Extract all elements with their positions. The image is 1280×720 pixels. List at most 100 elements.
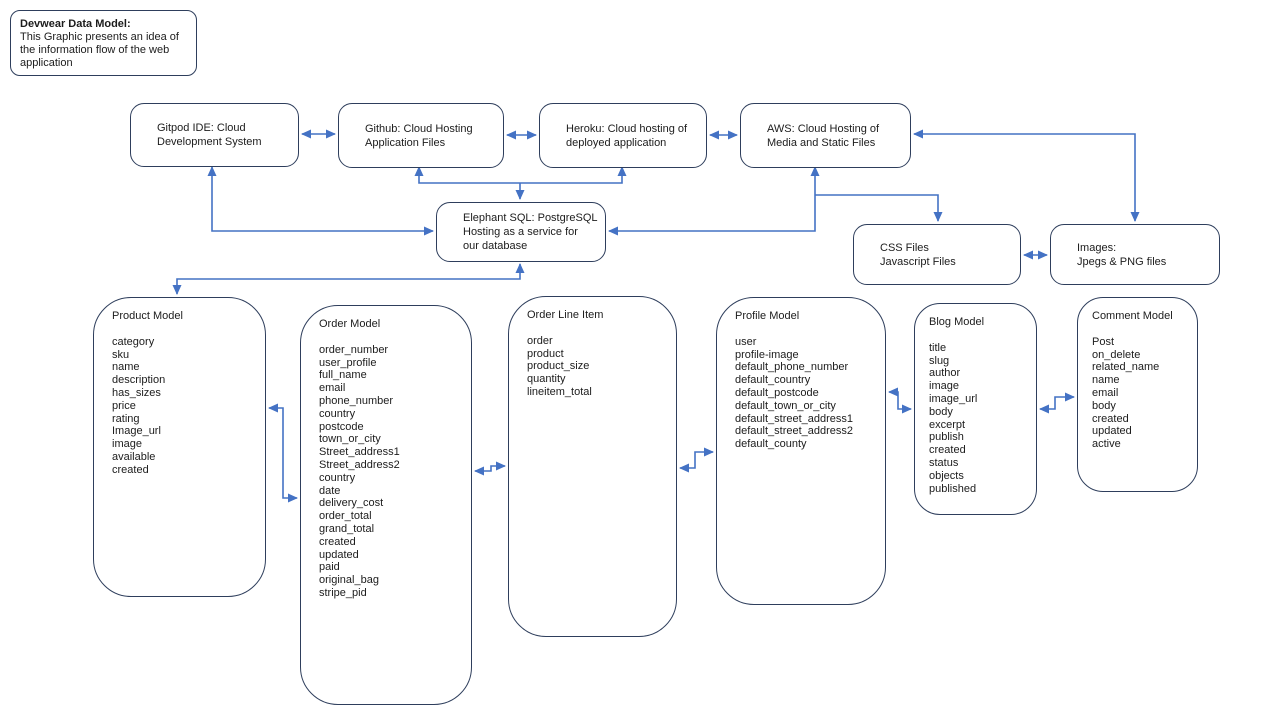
text-line: name [112,361,140,374]
text-line: quantity [527,373,566,386]
connector-github-heroku-bar [414,166,627,184]
text-line: lineitem_total [527,385,592,398]
model-title: Product Model [112,310,183,322]
text-line: author [929,367,961,380]
text-line: available [112,450,156,463]
text-line: Post [1092,335,1115,348]
note-body: This Graphic presents an idea of the inf… [20,31,179,69]
text-line: date [319,484,341,497]
text-line: default_street_address2 [735,425,854,438]
text-line: description [112,374,166,387]
text-line: default_postcode [735,386,819,399]
text-line: order_total [319,510,372,523]
text-line: default_phone_number [735,361,849,374]
connector-profile-blog [888,387,912,414]
text-line: excerpt [929,418,966,431]
text-line: Heroku: Cloud hosting of [566,122,688,135]
text-line: active [1092,438,1121,451]
text-line: price [112,399,136,412]
text-line: image [112,438,142,451]
text-line: created [929,444,966,457]
text-line: delivery_cost [319,497,384,510]
note-devwear-data-model: Devwear Data Model: This Graphic present… [10,10,197,76]
text-line: AWS: Cloud Hosting of [767,122,880,135]
text-line: email [319,382,346,395]
connector-aws-images [913,129,1140,222]
text-line: created [1092,412,1129,425]
connector-aws-elephant [608,166,820,236]
text-line: title [929,341,947,354]
text-line: Jpegs & PNG files [1077,255,1167,268]
text-line: body [1092,399,1116,412]
connector-gitpod-elephant [207,166,434,236]
text-line: product_size [527,360,590,373]
text-line: on_delete [1092,348,1141,361]
text-line: Development System [157,136,262,148]
text-line: created [319,535,356,548]
text-line: category [112,335,155,348]
text-line: paid [319,561,340,574]
node-images: Images:Jpegs & PNG files [1050,224,1220,285]
text-line: Street_address2 [319,458,400,471]
text-line: phone_number [319,394,394,407]
text-line: body [929,405,953,418]
text-line: default_county [735,438,807,451]
text-line: original_bag [319,574,379,587]
text-line: Github: Cloud Hosting [365,122,473,135]
text-line: CSS Files [880,241,929,254]
text-line: default_street_address1 [735,412,854,425]
text-line: default_country [735,374,811,387]
text-line: Media and Static Files [767,136,876,149]
text-line: rating [112,412,140,425]
text-line: order [527,334,553,347]
text-line: deployed application [566,136,667,149]
text-line: Application Files [365,136,446,149]
model-title: Blog Model [929,316,985,328]
text-line: grand_total [319,522,375,535]
model-title: Profile Model [735,310,800,322]
node-images-label: Images:Jpegs & PNG files [1077,241,1211,269]
connector-product-order [268,403,298,503]
text-line: published [929,482,977,495]
text-line: user [735,335,757,348]
text-line: stripe_pid [319,586,367,599]
text-line: our database [463,240,528,252]
model-title: Order Line Item [527,309,604,321]
model-title: Comment Model [1092,310,1173,322]
connector-orderline-profile [679,447,714,473]
text-line: profile-image [735,348,799,361]
text-line: publish [929,431,964,444]
text-line: product [527,347,564,360]
text-line: user_profile [319,356,377,369]
text-line: Gitpod IDE: Cloud [157,122,246,134]
text-line: town_or_city [319,433,381,446]
text-line: Hosting as a service for [463,226,578,238]
text-line: sku [112,348,130,361]
note-title: Devwear Data Model: [20,18,131,30]
text-line: country [319,471,356,484]
text-line: Javascript Files [880,255,956,268]
model-title: Order Model [319,318,381,330]
text-line: updated [1092,425,1132,438]
